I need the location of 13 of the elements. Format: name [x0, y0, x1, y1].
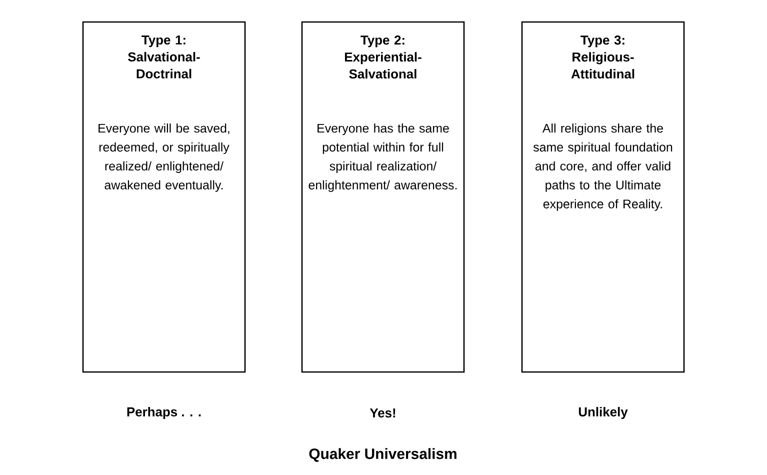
box-heading: Type 1: Salvational-Doctrinal — [128, 36, 200, 78]
text-box — [521, 21, 685, 373]
diagram-title: Quaker Universalism — [309, 448, 456, 462]
verdict-label: Perhaps . . . — [127, 406, 201, 420]
box-heading: Type 2: Experiential-Salvational — [345, 36, 422, 79]
text-box — [82, 21, 246, 373]
verdict-label: Unlikely — [578, 406, 628, 420]
verdict-label: Yes! — [370, 408, 396, 418]
box-text: Everyone has the same potential within for full spiritual realization/ enlightenment/ awareness. — [308, 124, 457, 192]
box-text: All religions share the same spiritual foundation and core, and offer valid paths to the Ultimate experience of Reality. — [533, 124, 672, 211]
text-box — [301, 21, 465, 373]
box-heading: Type 3: Religious-Attitudinal — [571, 36, 634, 79]
box-text: Everyone will be saved, redeemed, or spiritually realized/ enlightened/ awakened eventually. — [98, 124, 230, 192]
